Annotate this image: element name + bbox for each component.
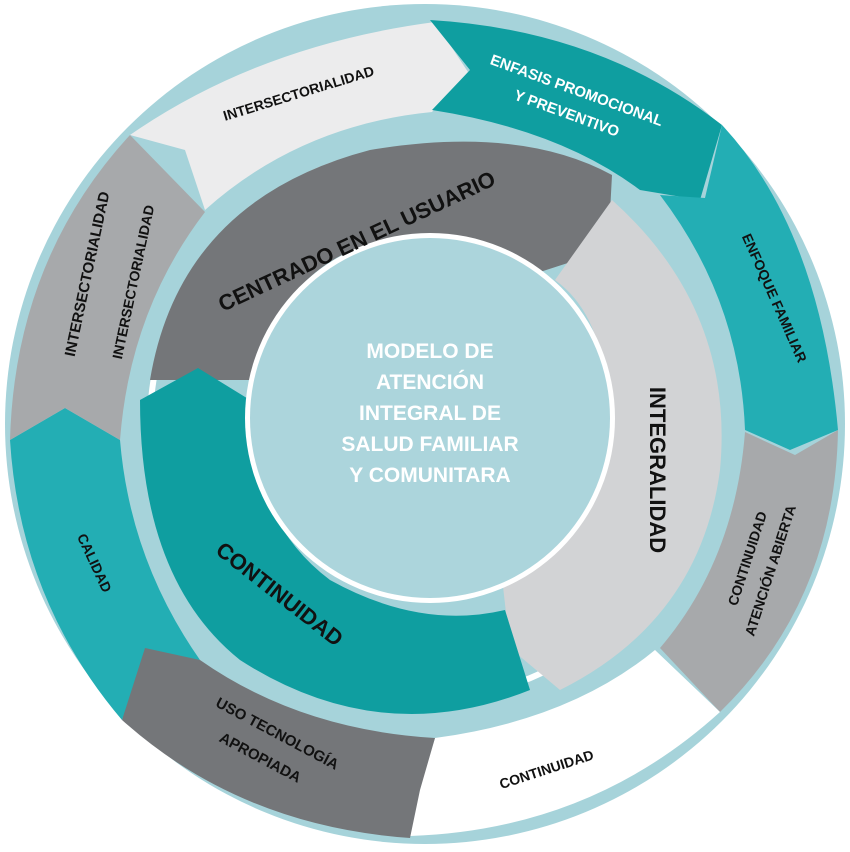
outer-segment-enfoque-familiar (660, 125, 838, 450)
outer-segment-continuidad-bottom (410, 650, 720, 836)
outer-segment-continuidad-abierta (660, 430, 838, 712)
center-line-3: INTEGRAL DE (359, 402, 501, 425)
center-line-2: ATENCIÓN (376, 370, 484, 394)
inner-segment-centrado (150, 141, 612, 380)
outer-segment-intersectorialidad-top (130, 22, 468, 210)
center-line-5: Y COMUNITARA (349, 464, 510, 487)
outer-segment-enfasis (430, 20, 722, 200)
inner-segment-continuidad (140, 368, 530, 714)
outer-segment-uso-tecnologia (122, 640, 435, 838)
center-circle (250, 238, 610, 598)
inner-label-integralidad: INTEGRALIDAD (645, 387, 670, 553)
center-line-1: MODELO DE (366, 340, 493, 363)
outer-segment-intersectorialidad-left (10, 135, 205, 440)
outer-segment-calidad (10, 408, 200, 720)
center-line-4: SALUD FAMILIAR (341, 433, 518, 456)
